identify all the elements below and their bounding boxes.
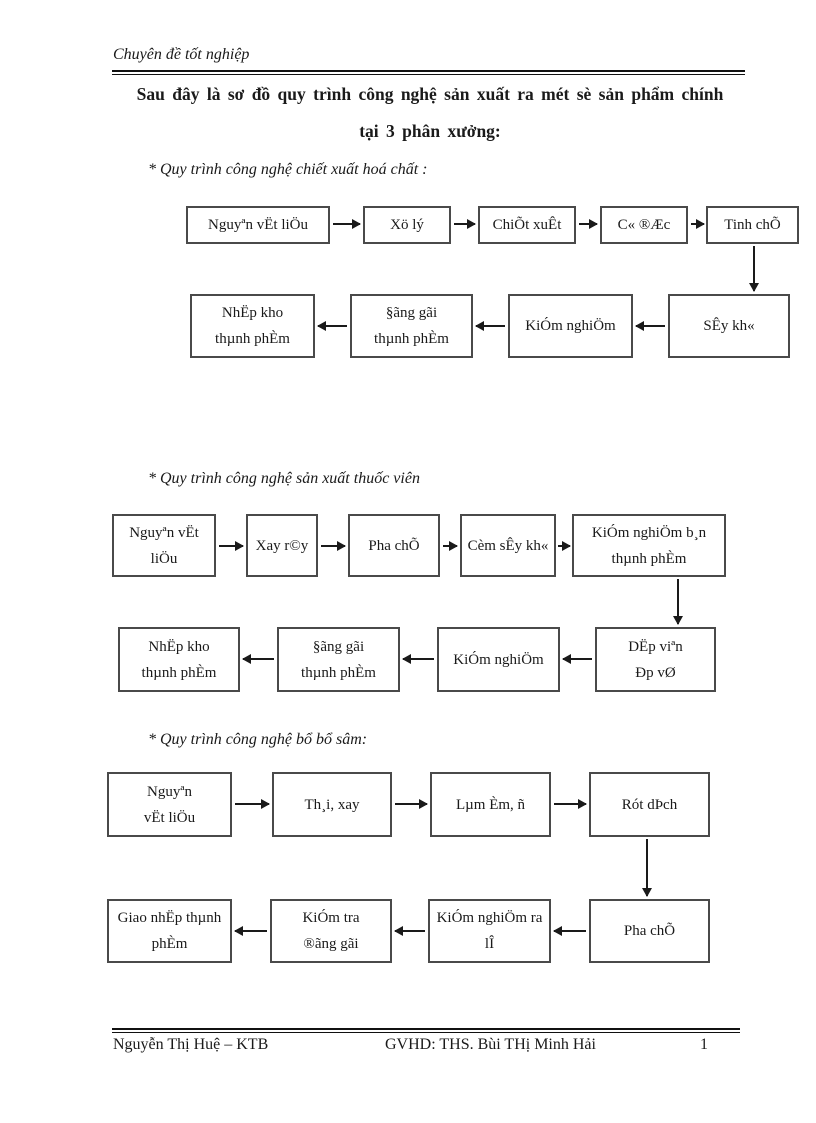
flow-box: Nguyªn vËt liÖu bbox=[186, 206, 330, 244]
arrow-left-icon bbox=[635, 321, 665, 331]
flow-box-label: ChiÕt xuÊt bbox=[492, 217, 562, 233]
flow-box-label: §ãng gãi thµnh phÈm bbox=[301, 638, 376, 681]
page-title-line1: Sau đây là sơ đồ quy trình công nghệ sản… bbox=[136, 84, 724, 104]
flow-box-label: Xay r©y bbox=[255, 537, 309, 554]
flow-box-label: Nguyªn vËt liÖu bbox=[208, 217, 308, 233]
flow-box: Cèm sÊy kh« bbox=[460, 514, 556, 577]
arrow-right-icon bbox=[691, 219, 705, 229]
arrow-right-icon bbox=[443, 541, 458, 551]
document-header-title: Chuyên đề tốt nghiệp bbox=[113, 46, 250, 63]
arrow-right-icon bbox=[333, 219, 361, 229]
header-rule bbox=[112, 70, 745, 75]
section-heading-tablets: * Quy trình công nghệ sản xuất thuốc viê… bbox=[148, 470, 420, 487]
flow-box-label: Rót dÞch bbox=[621, 796, 678, 813]
arrow-down-icon bbox=[749, 246, 759, 292]
flow-box-label: SÊy kh« bbox=[703, 318, 755, 334]
flow-box-label: Lµm Èm, ñ bbox=[455, 796, 526, 813]
footer-advisor: GVHD: THS. Bùi THị Minh Hải bbox=[385, 1036, 596, 1053]
arrow-right-icon bbox=[395, 799, 428, 809]
arrow-right-icon bbox=[321, 541, 346, 551]
arrow-right-icon bbox=[219, 541, 244, 551]
arrow-left-icon bbox=[234, 926, 267, 936]
flow-box-label: Th¸i, xay bbox=[304, 796, 360, 813]
flow-box: Xö lý bbox=[363, 206, 451, 244]
flow-box: Xay r©y bbox=[246, 514, 318, 577]
flow-box: NhËp kho thµnh phÈm bbox=[118, 627, 240, 692]
flow-box-label: NhËp kho thµnh phÈm bbox=[141, 638, 217, 681]
flow-box: SÊy kh« bbox=[668, 294, 790, 358]
flow-box: DËp viªn Ðp vØ bbox=[595, 627, 716, 692]
arrow-down-icon bbox=[642, 839, 652, 897]
flow-box-label: Tinh chÕ bbox=[724, 217, 781, 233]
flow-box: KiÓm tra ®ãng gãi bbox=[270, 899, 392, 963]
flow-box: Nguyªn vËt liÖu bbox=[107, 772, 232, 837]
flow-box: KiÓm nghiÖm bbox=[508, 294, 633, 358]
flow-box: Pha chÕ bbox=[348, 514, 440, 577]
flow-box: Tinh chÕ bbox=[706, 206, 799, 244]
arrow-right-icon bbox=[554, 799, 587, 809]
arrow-down-icon bbox=[673, 579, 683, 625]
page-title-line2: tại 3 phân xưởng: bbox=[359, 121, 501, 141]
flow-box-label: KiÓm nghiÖm bbox=[525, 318, 616, 334]
flow-box: Giao nhËp thµnh phÈm bbox=[107, 899, 232, 963]
flow-box-label: KiÓm nghiÖm bbox=[453, 651, 544, 668]
flow-box: KiÓm nghiÖm bbox=[437, 627, 560, 692]
flow-box: KiÓm nghiÖm ra lÎ bbox=[428, 899, 551, 963]
flow-box: Lµm Èm, ñ bbox=[430, 772, 551, 837]
flow-box-label: C« ®Æc bbox=[617, 217, 671, 233]
flow-box: KiÓm nghiÖm b¸n thµnh phÈm bbox=[572, 514, 726, 577]
flow-box-label: Pha chÕ bbox=[368, 537, 420, 554]
arrow-left-icon bbox=[475, 321, 505, 331]
footer-author: Nguyễn Thị Huệ – KTB bbox=[113, 1036, 269, 1053]
flow-box-label: KiÓm nghiÖm ra lÎ bbox=[436, 910, 543, 952]
flow-box-label: NhËp kho thµnh phÈm bbox=[215, 305, 290, 347]
flow-box: ChiÕt xuÊt bbox=[478, 206, 576, 244]
arrow-right-icon bbox=[235, 799, 270, 809]
section-heading-extraction: * Quy trình công nghệ chiết xuất hoá chấ… bbox=[148, 161, 428, 178]
flow-box-label: KiÓm tra ®ãng gãi bbox=[302, 910, 360, 952]
arrow-left-icon bbox=[562, 654, 592, 664]
flow-box: C« ®Æc bbox=[600, 206, 688, 244]
flow-box-label: Nguyªn vËt liÖu bbox=[129, 524, 199, 567]
flow-box-label: DËp viªn Ðp vØ bbox=[628, 638, 683, 681]
flow-box: Pha chÕ bbox=[589, 899, 710, 963]
flow-box-label: Cèm sÊy kh« bbox=[467, 537, 549, 554]
flow-box: Th¸i, xay bbox=[272, 772, 392, 837]
flow-box-label: Nguyªn vËt liÖu bbox=[143, 783, 196, 826]
arrow-left-icon bbox=[553, 926, 586, 936]
flow-box: §ãng gãi thµnh phÈm bbox=[277, 627, 400, 692]
flow-box: NhËp kho thµnh phÈm bbox=[190, 294, 315, 358]
flow-box: Nguyªn vËt liÖu bbox=[112, 514, 216, 577]
arrow-left-icon bbox=[402, 654, 434, 664]
flow-box: Rót dÞch bbox=[589, 772, 710, 837]
flow-box-label: Xö lý bbox=[390, 217, 424, 233]
footer-rule bbox=[112, 1028, 740, 1033]
arrow-left-icon bbox=[317, 321, 347, 331]
arrow-right-icon bbox=[454, 219, 476, 229]
flow-box-label: §ãng gãi thµnh phÈm bbox=[374, 305, 449, 347]
flow-box-label: Pha chÕ bbox=[623, 923, 676, 939]
arrow-left-icon bbox=[394, 926, 425, 936]
flow-box-label: KiÓm nghiÖm b¸n thµnh phÈm bbox=[591, 524, 707, 567]
arrow-right-icon bbox=[579, 219, 598, 229]
section-heading-tonic: * Quy trình công nghệ bổ bổ sâm: bbox=[148, 731, 368, 748]
flow-box-label: Giao nhËp thµnh phÈm bbox=[117, 910, 222, 952]
arrow-right-icon bbox=[558, 541, 571, 551]
flow-box: §ãng gãi thµnh phÈm bbox=[350, 294, 473, 358]
footer-page-number: 1 bbox=[700, 1036, 708, 1053]
arrow-left-icon bbox=[242, 654, 274, 664]
